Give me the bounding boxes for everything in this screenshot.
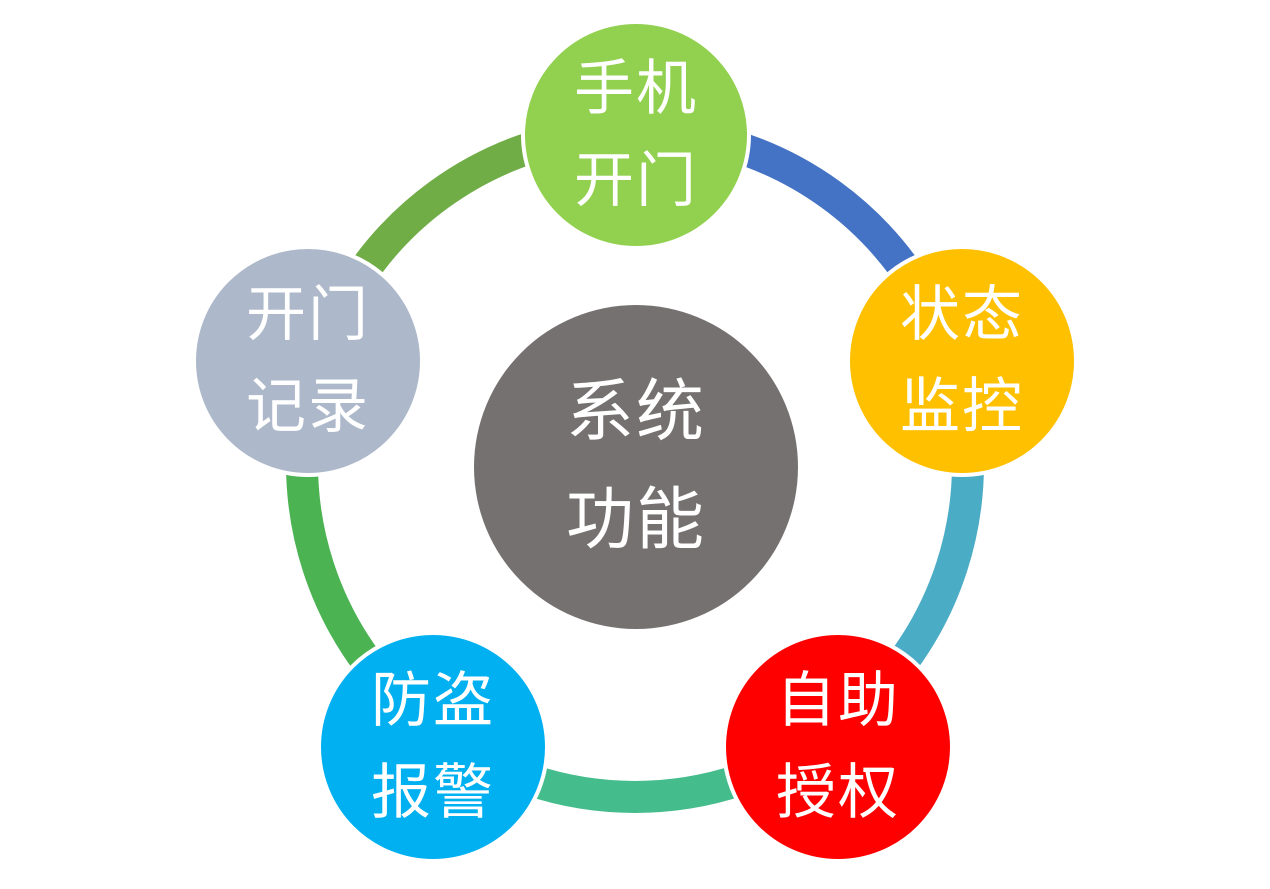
node-door-log: 开门 记录 [192, 245, 424, 477]
center-node-system-functions: 系统 功能 [474, 305, 798, 629]
node-phone-unlock: 手机 开门 [521, 20, 751, 250]
node-door-log-line2: 记录 [246, 372, 370, 442]
node-self-authorization-line2: 授权 [776, 758, 900, 828]
node-door-log-line1: 开门 [246, 280, 370, 350]
node-status-monitoring-line2: 监控 [900, 372, 1024, 442]
center-label-line2: 功能 [565, 481, 706, 560]
node-self-authorization: 自助 授权 [722, 631, 954, 863]
node-self-authorization-line1: 自助 [776, 666, 900, 736]
node-anti-theft-alarm-line1: 防盗 [371, 666, 495, 736]
node-phone-unlock-line2: 开门 [574, 146, 698, 216]
node-anti-theft-alarm-line2: 报警 [371, 758, 495, 828]
node-anti-theft-alarm: 防盗 报警 [317, 631, 549, 863]
node-status-monitoring: 状态 监控 [846, 245, 1078, 477]
node-status-monitoring-line1: 状态 [900, 280, 1024, 350]
node-phone-unlock-line1: 手机 [574, 54, 698, 124]
center-label-line1: 系统 [565, 373, 706, 452]
